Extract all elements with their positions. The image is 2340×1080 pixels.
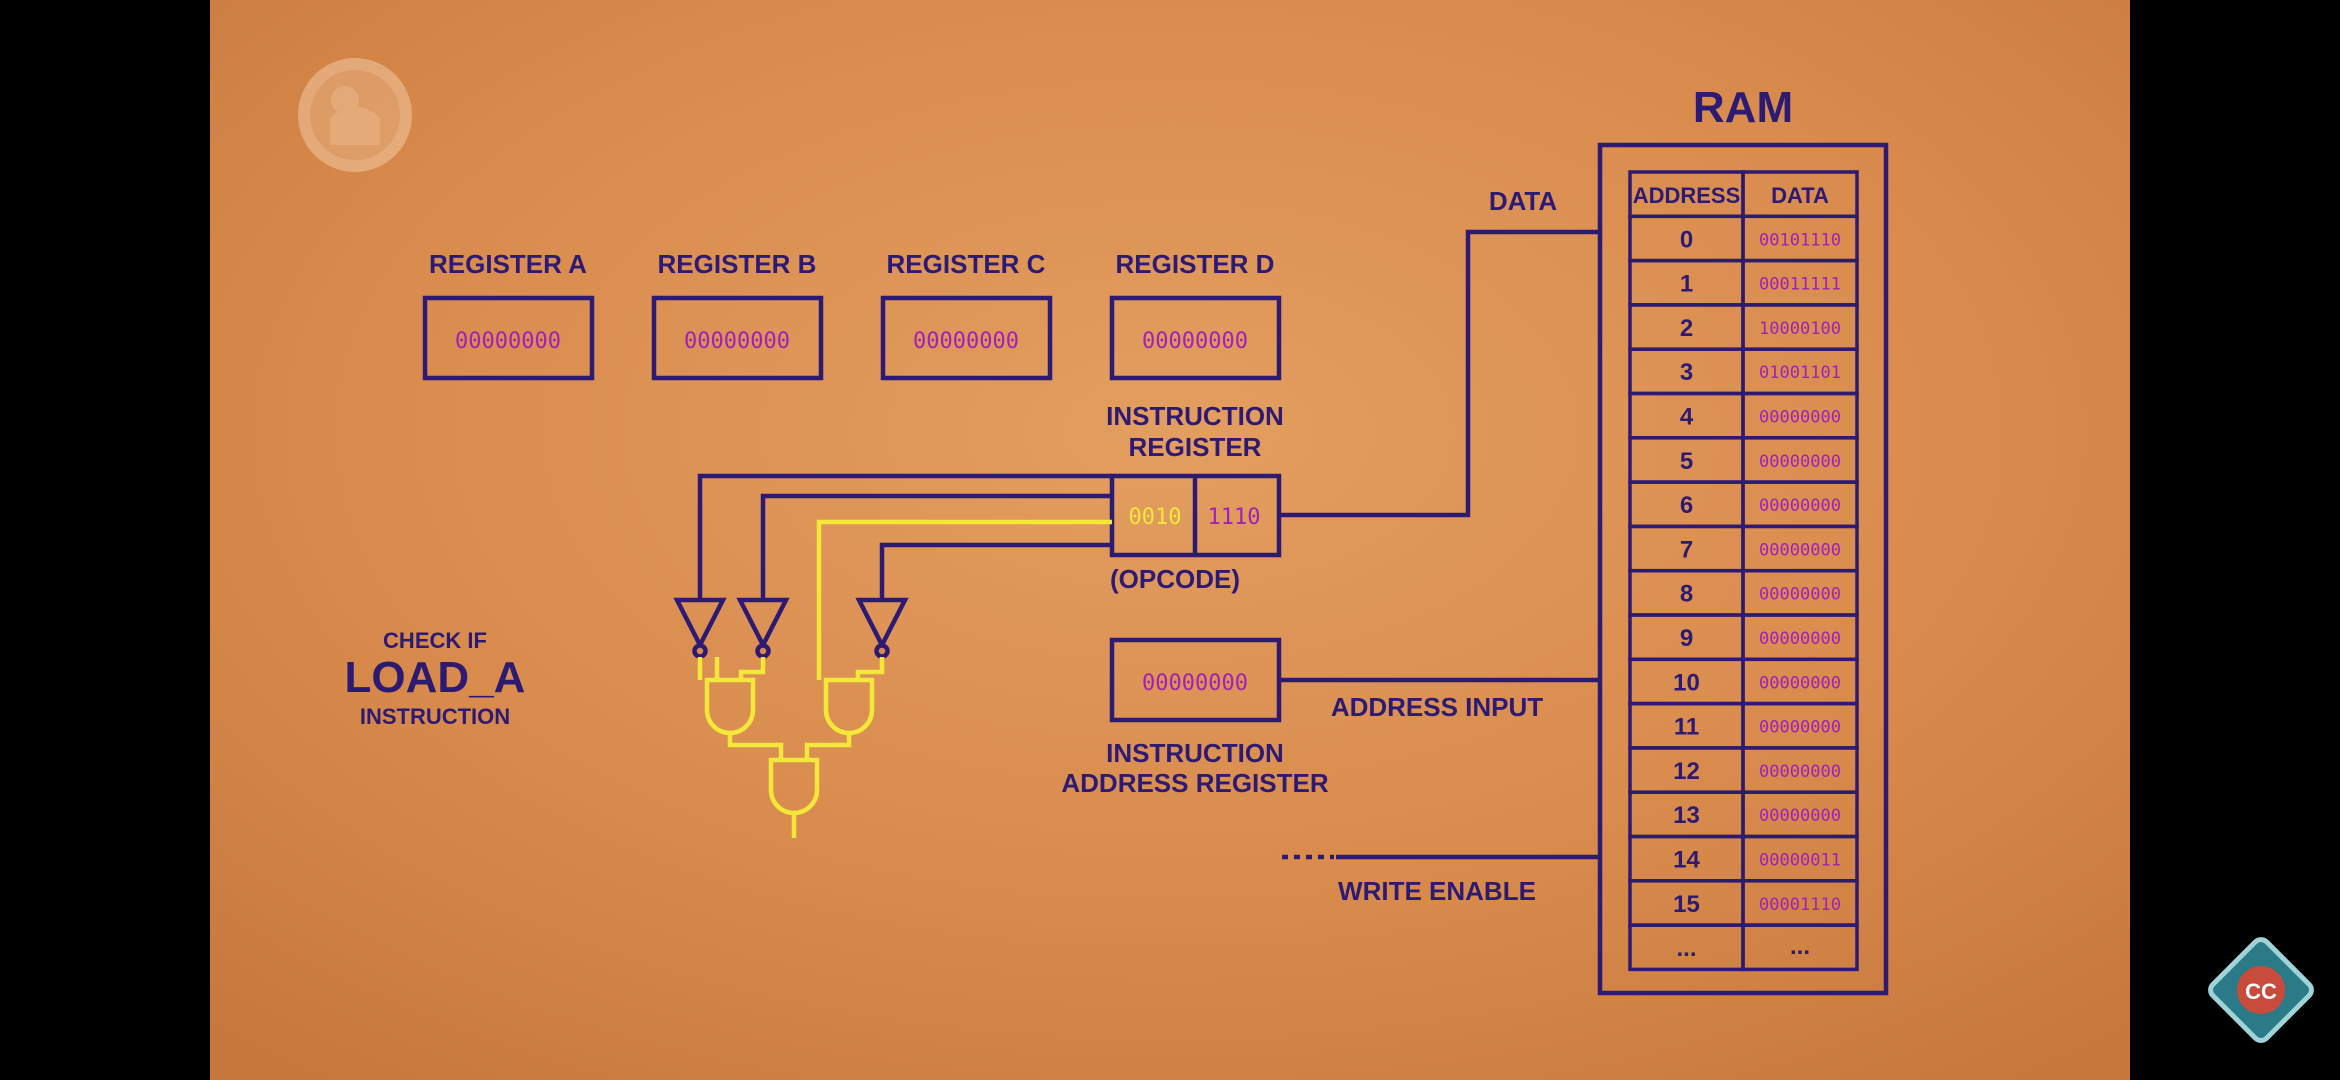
ram-row-data: 10000100 (1759, 319, 1841, 339)
check-load-a-label: CHECK IF LOAD_A INSTRUCTION (345, 628, 526, 729)
ram-row-address: 7 (1680, 536, 1693, 563)
ram-row-address: 9 (1680, 625, 1693, 652)
ram-row-address: 13 (1673, 802, 1700, 829)
opcode-wires (697, 473, 1112, 680)
ram-row-data: 00000000 (1759, 585, 1841, 605)
ram-row-data: 01001101 (1759, 363, 1841, 383)
instruction-register-title-2: REGISTER (1129, 432, 1262, 462)
and-output-wires (727, 733, 852, 838)
ram-block: RAM ADDRESS DATA 0 00101110 1 00011111 2 100001… (1597, 83, 1889, 996)
ram-row-address: 14 (1673, 847, 1700, 874)
ram-row-address: 11 (1674, 714, 1699, 741)
ram-row-data: 00000000 (1759, 762, 1841, 782)
ram-row-data: 00000000 (1759, 718, 1841, 738)
ram-row-data: 00000000 (1759, 629, 1841, 649)
instruction-register: INSTRUCTION REGISTER 0010 1110 (OPCODE) (1106, 401, 1284, 594)
data-wire-label: DATA (1489, 186, 1558, 216)
register-a-value: 00000000 (455, 329, 561, 354)
ram-row-address: 6 (1680, 492, 1693, 519)
opcode-bit-1-wire (697, 473, 1112, 600)
opcode-label: (OPCODE) (1110, 564, 1240, 594)
register-c-label: REGISTER C (887, 249, 1046, 279)
and-gate-2 (823, 677, 875, 736)
ram-row: 11 00000000 (1628, 701, 1859, 750)
ram-row: 4 00000000 (1628, 391, 1859, 440)
ram-table: ADDRESS DATA 0 00101110 1 00011111 2 10000100 3 0… (1628, 170, 1859, 972)
register-d-label: REGISTER D (1116, 249, 1275, 279)
register-c: REGISTER C 00000000 (880, 249, 1053, 381)
instruction-address-register-title-1: INSTRUCTION (1106, 738, 1284, 768)
not-gates (673, 597, 909, 659)
ram-row-address: 4 (1680, 404, 1694, 431)
not-gate-2 (736, 597, 790, 659)
ram-row: ...... (1628, 923, 1859, 972)
ram-row-data: 00011111 (1759, 275, 1841, 295)
ram-row-data: 00000011 (1759, 851, 1841, 871)
register-b-value: 00000000 (684, 329, 790, 354)
register-b-label: REGISTER B (658, 249, 817, 279)
cc-badge-icon[interactable]: CC (2207, 936, 2314, 1043)
diagram-background (210, 0, 2130, 1080)
and-gate-1 (704, 677, 756, 736)
register-d: REGISTER D 00000000 (1109, 249, 1282, 381)
ram-header-data: DATA (1771, 183, 1829, 208)
ram-row-address: 2 (1680, 315, 1693, 342)
ram-title: RAM (1693, 83, 1793, 132)
address-input-label: ADDRESS INPUT (1331, 692, 1543, 722)
ram-row-data: 00101110 (1759, 230, 1841, 250)
ram-row-address: 10 (1673, 669, 1700, 696)
instruction-opcode: 0010 (1129, 505, 1182, 530)
ram-row-address: 15 (1673, 891, 1700, 918)
check-if-text: CHECK IF (383, 628, 487, 653)
ram-row-address: ... (1676, 935, 1696, 962)
load-a-text: LOAD_A (345, 653, 526, 702)
ram-row-address: 1 (1680, 271, 1693, 298)
ram-row-data: 00000000 (1759, 540, 1841, 560)
register-a: REGISTER A 00000000 (422, 249, 595, 381)
and-gate-final (768, 757, 820, 816)
write-enable-label: WRITE ENABLE (1338, 876, 1536, 906)
register-c-value: 00000000 (913, 329, 1019, 354)
ram-row-address: 5 (1680, 448, 1693, 475)
ram-row-address: 3 (1680, 359, 1693, 386)
ram-row-data: 00000000 (1759, 408, 1841, 428)
ram-row-data: 00001110 (1759, 895, 1841, 915)
data-wire (1279, 229, 1600, 518)
not-gate-1 (673, 597, 727, 659)
not-gate-3 (855, 597, 909, 659)
register-b: REGISTER B 00000000 (651, 249, 824, 381)
ram-row: 3 01001101 (1628, 347, 1859, 396)
and-gates (704, 677, 875, 816)
register-a-label: REGISTER A (429, 249, 587, 279)
opcode-bit-4-wire (879, 542, 1112, 600)
ram-row-address: 12 (1673, 758, 1700, 785)
instruction-register-title-1: INSTRUCTION (1106, 401, 1284, 431)
ram-row-address: 0 (1680, 226, 1693, 253)
yellow-gate-wires (697, 657, 885, 680)
cc-badge-text: CC (2245, 979, 2277, 1004)
instruction-address-register-title-2: ADDRESS REGISTER (1061, 768, 1328, 798)
ram-row-data: 00000000 (1759, 496, 1841, 516)
ram-wires (1279, 229, 1600, 860)
register-d-value: 00000000 (1142, 329, 1248, 354)
ram-row-data: ... (1790, 933, 1810, 960)
pbs-logo-icon (298, 58, 412, 172)
ram-row-data: 00000000 (1759, 452, 1841, 472)
instruction-address-register: 00000000 INSTRUCTION ADDRESS REGISTER (1061, 637, 1329, 798)
instruction-address-register-value: 00000000 (1142, 671, 1248, 696)
opcode-bit-3-wire (816, 519, 1112, 680)
instruction-text: INSTRUCTION (360, 704, 510, 729)
ram-row-address: 8 (1680, 581, 1693, 608)
opcode-bit-2-wire (760, 493, 1112, 600)
ram-row: 6 00000000 (1628, 480, 1859, 529)
ram-header-address: ADDRESS (1633, 183, 1741, 208)
ram-row-data: 00000000 (1759, 806, 1841, 826)
instruction-address-part: 1110 (1208, 505, 1261, 530)
ram-row-data: 00000000 (1759, 673, 1841, 693)
